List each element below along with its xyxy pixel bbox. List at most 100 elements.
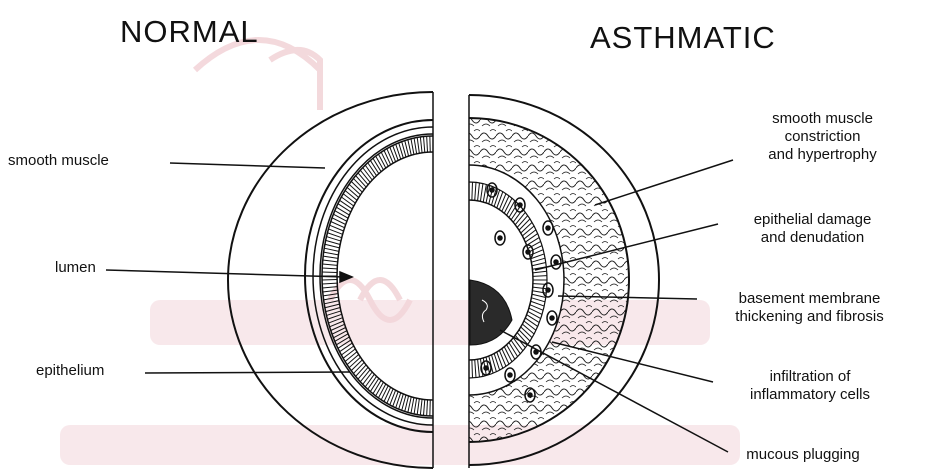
epithelial-cell-tick [340, 200, 353, 209]
epithelial-cell-tick [323, 294, 338, 296]
epithelial-cell-tick [325, 304, 340, 308]
inflammatory-cell-nucleus [518, 203, 522, 207]
epithelial-cell-tick [411, 398, 414, 414]
epithelial-cell-tick [338, 204, 351, 212]
epithelial-cell-tick [356, 365, 366, 376]
label-line: constriction [735, 128, 910, 146]
epithelial-cell-tick [333, 331, 346, 338]
epithelial-cell-tick [335, 334, 348, 341]
epithelial-cell-tick [324, 301, 339, 304]
label-line: epithelial damage [720, 211, 905, 229]
inflammatory-cell-nucleus [526, 250, 530, 254]
epithelial-cell-tick [381, 386, 388, 400]
epithelial-cell-tick [378, 384, 385, 398]
label-line: smooth muscle [735, 110, 910, 128]
inflammatory-cell-nucleus [528, 393, 532, 397]
epithelial-cell-tick [408, 140, 411, 156]
epithelial-cell-tick [345, 191, 357, 201]
epithelial-cell-tick [326, 240, 341, 244]
epithelial-cell-tick [323, 290, 338, 292]
inflammatory-cell-nucleus [550, 316, 554, 320]
epithelial-cell-tick [472, 182, 473, 200]
epithelial-cell-tick [363, 372, 372, 384]
epithelial-cell-tick [341, 197, 353, 206]
epithelial-cell-tick [376, 156, 384, 170]
epithelial-cell-tick [376, 382, 384, 396]
epithelial-cell-tick [384, 387, 391, 401]
inflammatory-cell-nucleus [490, 188, 494, 192]
label-line: and denudation [720, 229, 905, 247]
epithelial-cell-tick [417, 399, 419, 415]
epithelial-cell-tick [368, 376, 377, 389]
normal-epithelial-cells [322, 136, 433, 416]
epithelial-cell-tick [349, 184, 360, 194]
label-line: inflammatory cells [715, 386, 905, 404]
inflammatory-cell-nucleus [554, 260, 558, 264]
label-line: and hypertrophy [735, 146, 910, 164]
epithelial-cell-tick [345, 352, 357, 362]
epithelial-cell-tick [338, 340, 351, 348]
epithelial-cell-tick [324, 252, 339, 255]
epithelial-cell-tick [365, 374, 374, 387]
epithelial-cell-tick [414, 398, 417, 414]
label-smooth-muscle: smooth muscle [8, 152, 109, 170]
epithelial-cell-tick [390, 147, 396, 162]
epithelial-cell-tick [335, 211, 348, 218]
epithelial-cell-tick [408, 397, 411, 413]
label-basement-membrane: basement membrane thickening and fibrosi… [697, 290, 922, 326]
epithelial-cell-tick [336, 207, 349, 215]
epithelial-cell-tick [343, 349, 355, 358]
epithelial-cell-tick [420, 137, 422, 153]
epithelial-cell-tick [322, 268, 337, 269]
inflammatory-cell-nucleus [484, 366, 488, 370]
epithelial-cell-tick [322, 287, 337, 288]
label-line: thickening and fibrosis [697, 308, 922, 326]
epithelial-cell-tick [353, 178, 364, 189]
epithelial-cell-tick [322, 264, 337, 265]
epithelial-cell-tick [373, 380, 381, 393]
label-mucous-plugging: mucous plugging [728, 446, 878, 464]
epithelial-cell-tick [360, 170, 370, 182]
epithelial-cell-tick [341, 346, 353, 355]
label-epithelial-damage: epithelial damage and denudation [720, 211, 905, 247]
epithelial-cell-tick [324, 248, 339, 251]
epithelial-cell-tick [424, 400, 425, 416]
epithelial-cell-tick [356, 176, 366, 187]
label-infiltration: infiltration of inflammatory cells [715, 368, 905, 404]
epithelial-cell-tick [365, 165, 374, 178]
epithelial-cell-tick [360, 370, 370, 382]
epithelial-cell-tick [351, 181, 362, 192]
epithelial-cell-tick [414, 138, 417, 154]
epithelial-cell-tick [347, 187, 359, 197]
epithelial-cell-tick [343, 194, 355, 203]
epithelial-cell-tick [358, 367, 368, 379]
epithelial-cell-tick [420, 399, 422, 415]
epithelial-cell-tick [427, 400, 428, 416]
epithelial-cell-tick [370, 378, 378, 391]
epithelial-cell-tick [340, 343, 353, 352]
epithelial-cell-tick [347, 354, 359, 364]
epithelial-cell-tick [349, 357, 360, 367]
epithelial-cell-tick [411, 139, 414, 155]
epithelial-cell-tick [358, 173, 368, 185]
label-line: basement membrane [697, 290, 922, 308]
epithelial-cell-tick [326, 237, 340, 242]
label-smooth-muscle-constriction: smooth muscle constriction and hypertrop… [735, 110, 910, 164]
epithelial-cell-tick [384, 150, 391, 164]
epithelial-cell-tick [368, 163, 377, 176]
epithelial-cell-tick [387, 149, 393, 164]
epithelial-cell-tick [322, 283, 337, 284]
epithelial-cell-tick [427, 136, 428, 152]
epithelial-cell-tick [417, 137, 419, 153]
epithelial-cell-tick [326, 311, 340, 316]
epithelial-cell-tick [381, 152, 388, 166]
inflammatory-cell-nucleus [546, 288, 550, 292]
epithelial-cell-tick [378, 154, 385, 168]
epithelial-cell-tick [323, 256, 338, 258]
epithelial-cell-tick [363, 168, 372, 180]
epithelial-cell-tick [326, 308, 341, 312]
epithelial-cell-tick [373, 158, 381, 171]
epithelial-cell-tick [390, 390, 396, 405]
epithelial-cell-tick [323, 260, 338, 262]
epithelial-cell-tick [387, 389, 393, 404]
